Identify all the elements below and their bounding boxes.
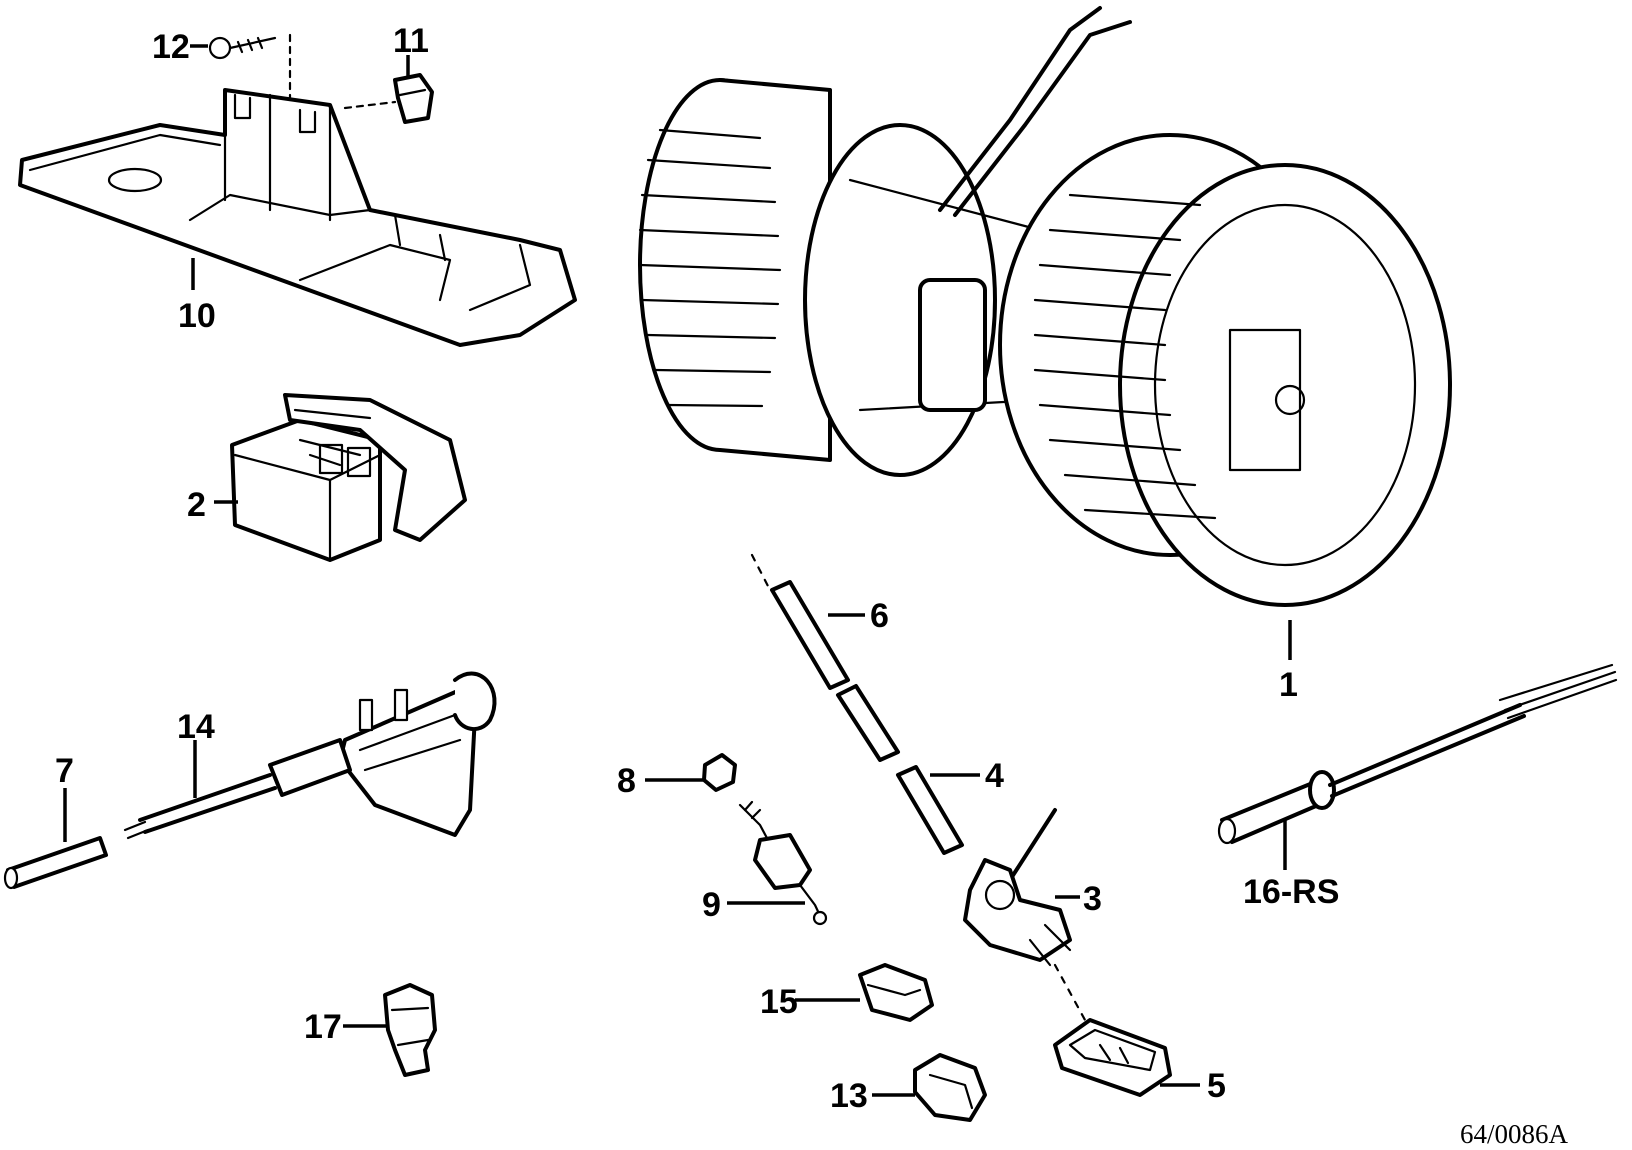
part-17-clip	[383, 983, 437, 1077]
callout-4: 4	[985, 757, 1004, 795]
part-9-fitting	[738, 800, 828, 926]
part-3-valve	[963, 808, 1072, 967]
part-10-bracket	[18, 88, 577, 347]
callout-1: 1	[1279, 666, 1298, 704]
callout-15: 15	[760, 983, 798, 1021]
part-1-blower-motor	[638, 6, 1452, 607]
part-12-screw	[208, 36, 277, 60]
part-15-clamp	[858, 963, 934, 1022]
part-16-rs-cable	[1217, 663, 1618, 845]
callout-8: 8	[617, 762, 636, 800]
callout-17: 17	[304, 1008, 342, 1046]
callout-12: 12	[152, 28, 190, 66]
part-7-rod	[3, 836, 108, 890]
part-8-nut	[702, 753, 737, 792]
callout-13: 13	[830, 1077, 868, 1115]
part-5-plug	[1053, 1018, 1172, 1097]
callout-9: 9	[702, 886, 721, 924]
callout-3: 3	[1083, 880, 1102, 918]
part-11-clip	[393, 73, 434, 124]
callout-11: 11	[393, 22, 429, 60]
callout-2: 2	[187, 486, 206, 524]
callout-14: 14	[177, 708, 215, 746]
part-4-hose	[896, 765, 964, 855]
callout-6: 6	[870, 597, 889, 635]
part-13-connector	[913, 1053, 987, 1122]
callout-16-rs: 16-RS	[1243, 873, 1339, 911]
callout-7: 7	[55, 752, 74, 790]
part-2-resistor	[230, 393, 467, 562]
part-6-hose	[770, 580, 900, 762]
part-14-control-bracket	[123, 671, 497, 840]
callout-10: 10	[178, 297, 216, 335]
diagram-reference-number: 64/0086A	[1460, 1119, 1569, 1149]
callout-5: 5	[1207, 1067, 1226, 1105]
